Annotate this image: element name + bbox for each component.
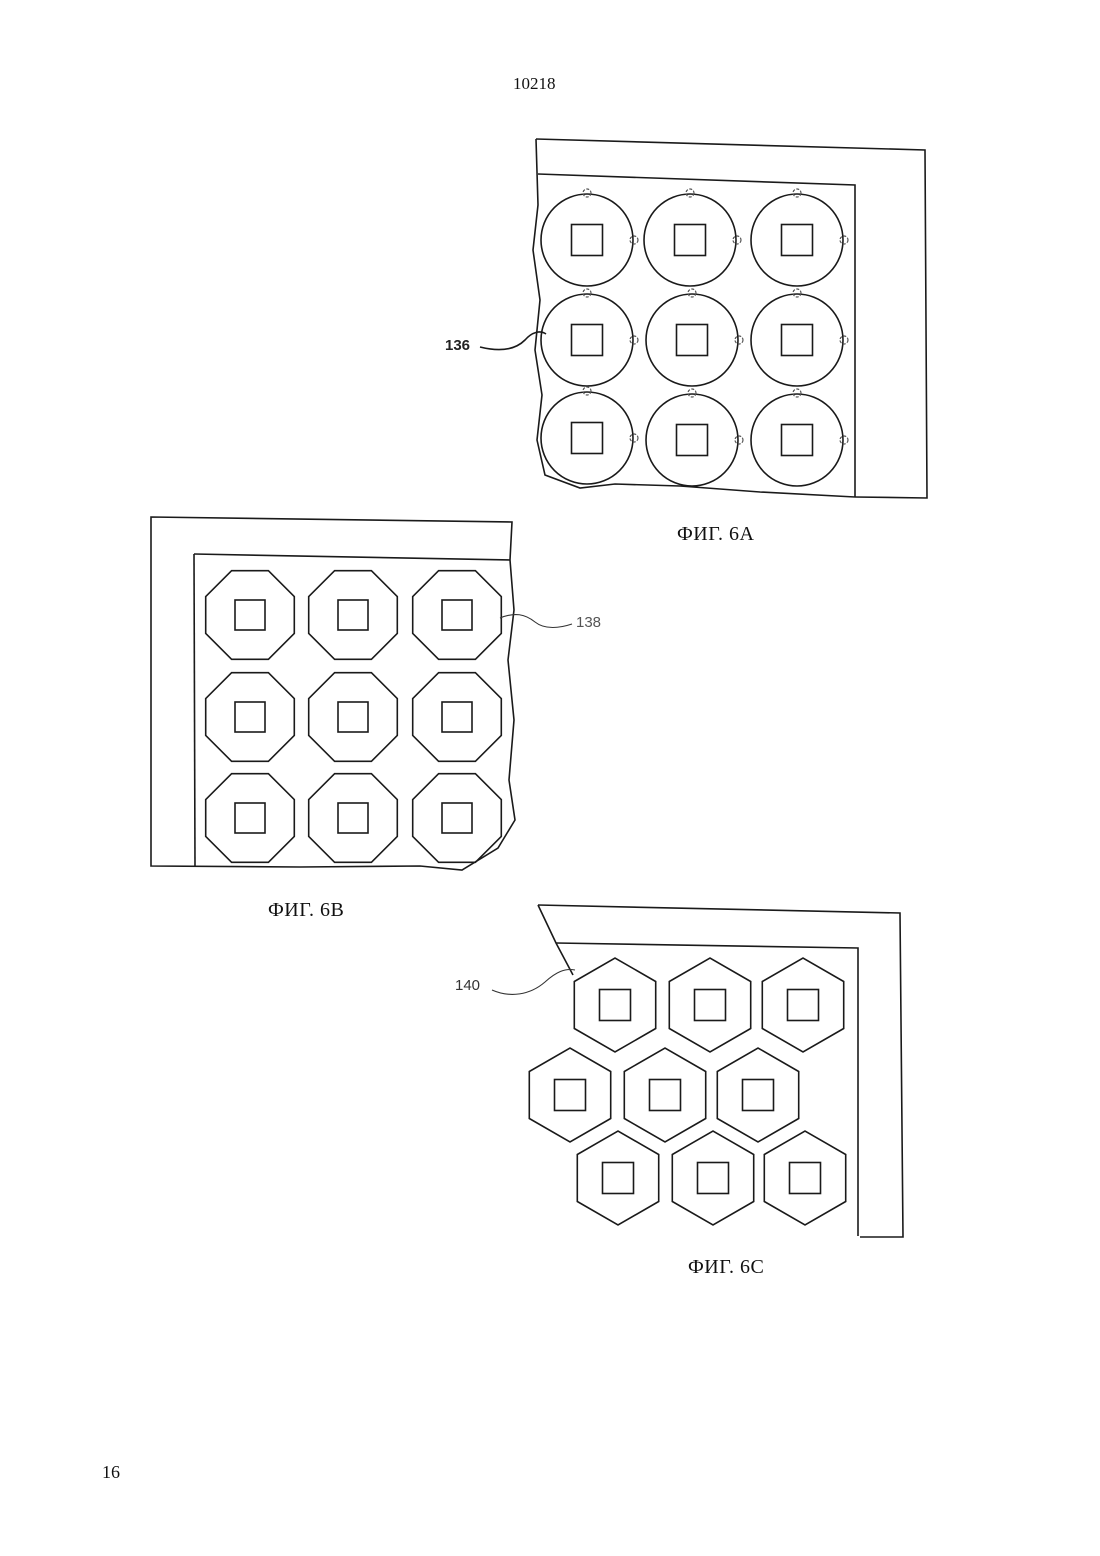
figure-6c-frame: [538, 905, 903, 1237]
figure-6c-leader-line: [492, 970, 575, 995]
cell-square: [600, 990, 631, 1021]
cell-square: [698, 1163, 729, 1194]
figure-6b-caption: ФИГ. 6В: [268, 899, 344, 922]
figure-6a-caption: ФИГ. 6А: [677, 523, 755, 546]
cell-hexagon: [529, 1048, 610, 1142]
cell-hexagon: [762, 958, 843, 1052]
figure-6b-reference-number: 138: [576, 614, 601, 631]
cell-square: [603, 1163, 634, 1194]
figure-6c-reference-number: 140: [455, 977, 480, 994]
cell-hexagon: [577, 1131, 658, 1225]
figure-6c-caption: ФИГ. 6С: [688, 1256, 764, 1279]
cell-hexagon: [574, 958, 655, 1052]
figure-6c-cells: [529, 958, 845, 1225]
cell-hexagon: [669, 958, 750, 1052]
cell-square: [650, 1080, 681, 1111]
cell-hexagon: [624, 1048, 705, 1142]
cell-hexagon: [672, 1131, 753, 1225]
cell-square: [695, 990, 726, 1021]
cell-square: [790, 1163, 821, 1194]
figure-6a-reference-number: 136: [445, 337, 470, 354]
cell-square: [743, 1080, 774, 1111]
cell-hexagon: [717, 1048, 798, 1142]
cell-square: [788, 990, 819, 1021]
cell-square: [555, 1080, 586, 1111]
cell-hexagon: [764, 1131, 845, 1225]
